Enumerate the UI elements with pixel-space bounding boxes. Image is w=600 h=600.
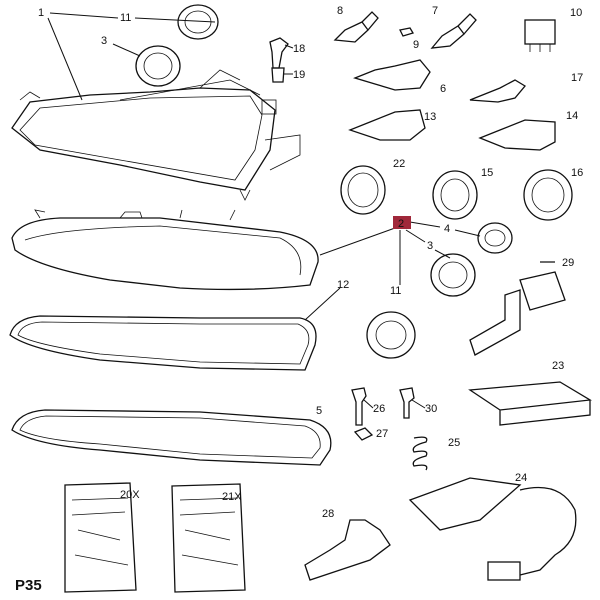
- bulb-9: [399, 27, 414, 37]
- cap-11-top[interactable]: [177, 4, 219, 40]
- callout-labels: 1 11 3 18 19 8 9 7 10 6 17 13 14 22 15 1…: [38, 5, 583, 520]
- ring-16[interactable]: [523, 169, 573, 221]
- callout-10[interactable]: 10: [570, 7, 582, 19]
- nut-27: [353, 427, 374, 441]
- callout-25[interactable]: 25: [448, 437, 460, 449]
- cap-11-mid[interactable]: [366, 311, 416, 359]
- leveling-motor-29: [469, 261, 566, 356]
- screw-18: [269, 37, 289, 69]
- callout-15[interactable]: 15: [481, 167, 493, 179]
- callout-27[interactable]: 27: [376, 428, 388, 440]
- connector-24: [487, 561, 521, 581]
- harness-24: [408, 477, 577, 576]
- bulb-8: [333, 11, 379, 43]
- callout-21x[interactable]: 21X: [222, 491, 242, 503]
- frame-part[interactable]: [11, 409, 332, 466]
- callout-11[interactable]: 11: [120, 12, 131, 24]
- callout-19[interactable]: 19: [293, 69, 305, 81]
- callout-8[interactable]: 8: [337, 5, 343, 17]
- callout-22[interactable]: 22: [393, 158, 405, 170]
- seal-part[interactable]: [9, 315, 317, 371]
- callout-6[interactable]: 6: [440, 83, 446, 95]
- callout-5[interactable]: 5: [316, 405, 322, 417]
- callout-24[interactable]: 24: [515, 472, 527, 484]
- callout-1[interactable]: 1: [38, 7, 44, 19]
- ring-15[interactable]: [432, 170, 478, 220]
- ring-22[interactable]: [340, 165, 386, 215]
- callout-29[interactable]: 29: [562, 257, 574, 269]
- callout-3[interactable]: 3: [101, 35, 107, 47]
- bulb-17: [469, 79, 526, 103]
- callout-7[interactable]: 7: [432, 5, 438, 17]
- screw-30: [399, 387, 415, 419]
- callout-9[interactable]: 9: [413, 39, 419, 51]
- callout-2[interactable]: 2: [398, 218, 404, 230]
- spring-25: [412, 436, 428, 471]
- callout-14[interactable]: 14: [566, 110, 578, 122]
- leader-lines: [47, 12, 481, 409]
- callout-20x[interactable]: 20X: [120, 489, 140, 501]
- control-unit-23: [468, 381, 592, 426]
- page-code: P35: [15, 577, 42, 594]
- headlamp-assembly-part[interactable]: [11, 69, 301, 201]
- cap-3-top[interactable]: [135, 45, 181, 87]
- callout-18[interactable]: 18: [293, 43, 305, 55]
- callout-13[interactable]: 13: [424, 111, 436, 123]
- cap-3-mid[interactable]: [430, 253, 476, 297]
- bulb-parts[interactable]: [269, 11, 592, 581]
- kit-21x-bag[interactable]: [171, 483, 246, 593]
- kit-20x-bag[interactable]: [64, 482, 137, 593]
- callout-11b[interactable]: 11: [390, 285, 401, 297]
- callout-4[interactable]: 4: [444, 223, 450, 235]
- callout-16[interactable]: 16: [571, 167, 583, 179]
- callout-12[interactable]: 12: [337, 279, 349, 291]
- bulb-14: [478, 119, 556, 151]
- relay-10: [524, 19, 556, 45]
- bulb-7: [430, 13, 477, 49]
- highlight-box: [393, 216, 411, 229]
- callout-23[interactable]: 23: [552, 360, 564, 372]
- clip-19: [271, 67, 285, 83]
- callout-30[interactable]: 30: [425, 403, 437, 415]
- bracket-28: [304, 519, 391, 581]
- bulb-13: [348, 109, 426, 141]
- screw-26: [351, 387, 367, 426]
- bulb-6: [353, 59, 431, 91]
- headlamp-lens-part[interactable]: [11, 209, 319, 291]
- callout-3b[interactable]: 3: [427, 240, 433, 252]
- bulb-holder-4[interactable]: [477, 222, 513, 254]
- callout-26[interactable]: 26: [373, 403, 385, 415]
- callout-28[interactable]: 28: [322, 508, 334, 520]
- cap-ring-parts[interactable]: [135, 4, 573, 359]
- callout-17[interactable]: 17: [571, 72, 583, 84]
